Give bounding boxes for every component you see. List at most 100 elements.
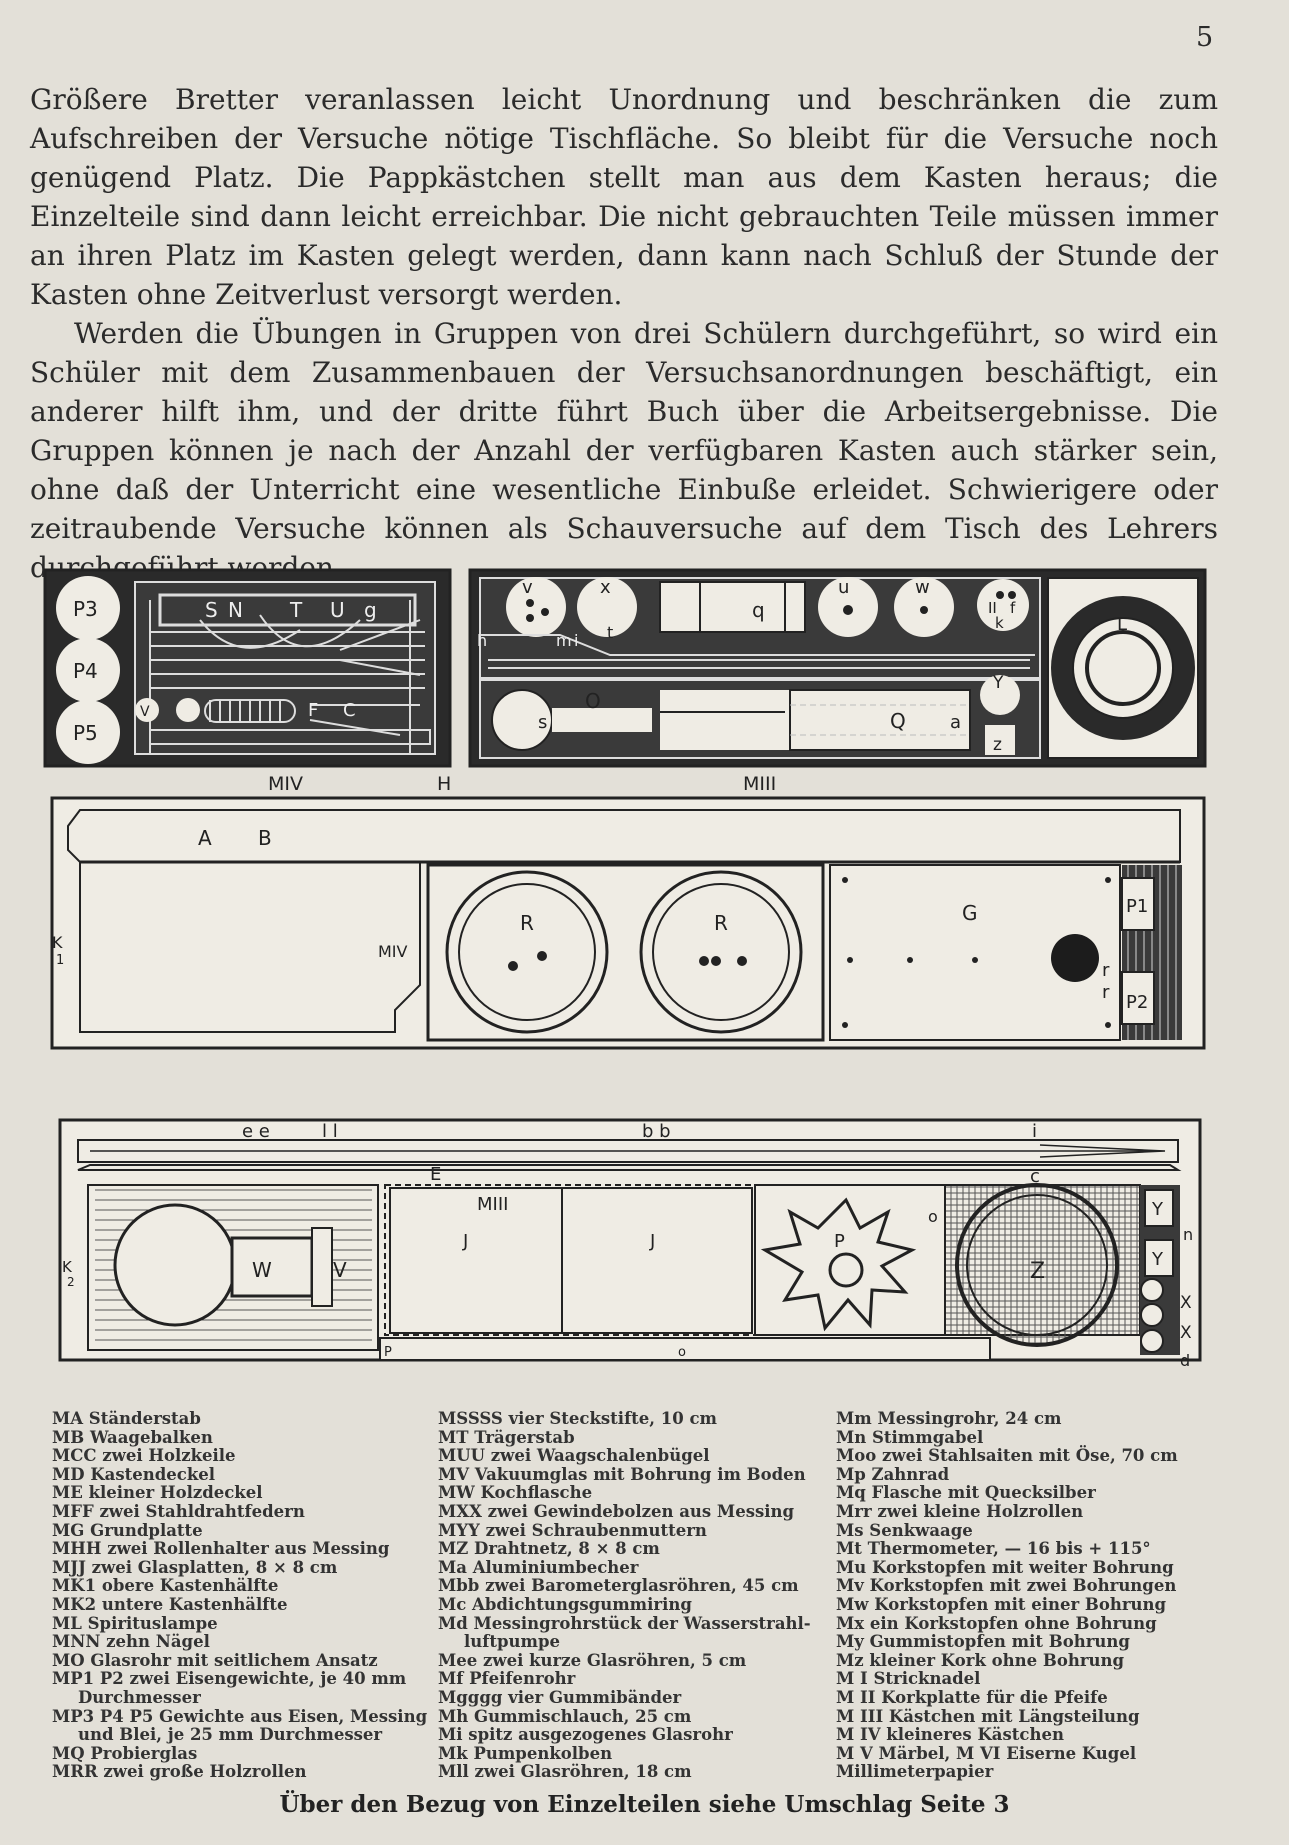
legend-item: M IV kleineres Kästchen bbox=[836, 1725, 1064, 1745]
paragraph-2: Werden die Übungen in Gruppen von drei S… bbox=[30, 317, 1218, 584]
paragraph-1: Größere Bretter veranlassen leicht Unord… bbox=[30, 83, 1218, 311]
label-t2: t bbox=[607, 623, 613, 642]
label-g2: G bbox=[962, 901, 978, 925]
label-miv2: MIV bbox=[378, 942, 408, 961]
label-bb: b b bbox=[642, 1121, 671, 1142]
legend-item: MUU zwei Waagschalenbügel bbox=[438, 1446, 710, 1466]
label-t: T bbox=[289, 598, 303, 622]
equipment-figure: P3 P4 P5 S N T U g V F C MIV H bbox=[0, 560, 1289, 1400]
legend-item: Mx ein Korkstopfen ohne Bohrung bbox=[836, 1613, 1157, 1633]
label-ll2: l l bbox=[322, 1121, 338, 1142]
legend-item: Mt Thermometer, — 16 bis + 115° bbox=[836, 1539, 1151, 1559]
label-ee: e e bbox=[242, 1121, 270, 1142]
label-p3: P3 bbox=[73, 597, 98, 621]
label-v-small: V bbox=[140, 704, 150, 720]
legend-item: MSSSS vier Steckstifte, 10 cm bbox=[438, 1409, 717, 1428]
label-o: O bbox=[585, 689, 601, 713]
legend-item: MZ Drahtnetz, 8 × 8 cm bbox=[438, 1539, 660, 1559]
label-u2: u bbox=[838, 577, 849, 598]
label-k2-sub: 2 bbox=[67, 1275, 75, 1289]
label-miii2: MIII bbox=[477, 1194, 508, 1215]
equipment-diagram: P3 P4 P5 S N T U g V F C MIV H bbox=[43, 568, 1207, 1370]
legend-item: Mgggg vier Gummibänder bbox=[438, 1687, 682, 1707]
label-w2: W bbox=[252, 1258, 272, 1282]
label-i: i bbox=[574, 631, 578, 650]
label-h2: h bbox=[477, 631, 487, 650]
legend-item: Ms Senkwaage bbox=[836, 1520, 973, 1540]
label-c: C bbox=[343, 700, 356, 721]
label-x: x bbox=[600, 577, 611, 598]
label-k1-sub: 1 bbox=[56, 953, 64, 968]
legend-item: MNN zehn Nägel bbox=[52, 1632, 210, 1652]
legend-item-continuation: luftpumpe bbox=[464, 1632, 561, 1652]
box-middle: A B K 1 MIV R R G P1 P2 r r bbox=[50, 796, 1206, 1050]
legend-item: ME kleiner Holzdeckel bbox=[52, 1483, 263, 1503]
legend-item: M V Märbel, M VI Eiserne Kugel bbox=[836, 1743, 1137, 1763]
legend-item: Millimeterpapier bbox=[836, 1762, 994, 1782]
legend-item-continuation: und Blei, je 25 mm Durchmesser bbox=[78, 1725, 383, 1745]
label-g: g bbox=[364, 598, 377, 622]
label-q: q bbox=[752, 598, 765, 622]
legend-item: MK1 obere Kastenhälfte bbox=[52, 1576, 279, 1596]
legend-item: MA Ständerstab bbox=[52, 1409, 201, 1428]
label-n: N bbox=[228, 598, 243, 622]
legend-item: Ma Aluminiumbecher bbox=[438, 1557, 639, 1577]
label-p5: P5 bbox=[73, 721, 98, 745]
legend-item: MG Grundplatte bbox=[52, 1520, 203, 1540]
label-i2: i bbox=[1032, 1121, 1037, 1142]
box-miii-top: v x q u w II f k h m i t s O Q a Y z L M… bbox=[468, 568, 1207, 795]
label-c2: c bbox=[1030, 1166, 1040, 1187]
label-r-small-1: r bbox=[1102, 960, 1110, 981]
label-z2: Z bbox=[1030, 1259, 1045, 1284]
legend-item: MHH zwei Rollenhalter aus Messing bbox=[52, 1539, 390, 1559]
legend-item: M II Korkplatte für die Pfeife bbox=[836, 1687, 1108, 1707]
legend-item: Mz kleiner Kork ohne Bohrung bbox=[836, 1650, 1125, 1670]
legend-item: Mf Pfeifenrohr bbox=[438, 1669, 576, 1689]
label-o2: o bbox=[928, 1207, 938, 1226]
footer-note: Über den Bezug von Einzelteilen siehe Um… bbox=[279, 1791, 1010, 1818]
label-p4: P4 bbox=[73, 659, 98, 683]
label-r-small-2: r bbox=[1102, 982, 1110, 1003]
label-f2: f bbox=[1010, 599, 1016, 617]
label-q2: Q bbox=[890, 709, 906, 733]
legend-item: Md Messingrohrstück der Wasserstrahl- bbox=[438, 1613, 811, 1633]
label-s2: s bbox=[538, 712, 547, 733]
legend-item: Mw Korkstopfen mit einer Bohrung bbox=[836, 1594, 1167, 1614]
label-y1: Y bbox=[1151, 1199, 1164, 1220]
label-s: S bbox=[205, 598, 218, 622]
legend-item: MRR zwei große Holzrollen bbox=[52, 1762, 307, 1782]
label-p2: P2 bbox=[1126, 992, 1148, 1013]
legend-item: Mq Flasche mit Quecksilber bbox=[836, 1483, 1096, 1503]
legend-item: MB Waagebalken bbox=[52, 1427, 213, 1447]
legend-item: MFF zwei Stahldrahtfedern bbox=[52, 1501, 305, 1521]
legend-item: Mee zwei kurze Glasröhren, 5 cm bbox=[438, 1650, 747, 1670]
label-p1: P1 bbox=[1126, 896, 1148, 917]
legend-item: M I Stricknadel bbox=[836, 1669, 981, 1689]
label-b-big: B bbox=[258, 826, 272, 850]
label-y2: Y bbox=[1151, 1249, 1164, 1270]
legend-item: MK2 untere Kastenhälfte bbox=[52, 1594, 288, 1614]
legend-item-continuation: Durchmesser bbox=[78, 1687, 201, 1707]
label-k1: K bbox=[52, 933, 63, 952]
label-w: w bbox=[915, 577, 930, 598]
label-n2: n bbox=[1183, 1225, 1193, 1244]
label-d: d bbox=[1180, 1351, 1190, 1370]
legend-item: Mk Pumpenkolben bbox=[438, 1743, 613, 1763]
legend-item: Mll zwei Glasröhren, 18 cm bbox=[438, 1762, 692, 1782]
label-z: z bbox=[993, 735, 1002, 755]
legend-item: Mc Abdichtungsgummiring bbox=[438, 1594, 692, 1614]
label-v: v bbox=[522, 577, 533, 598]
legend-item: Mm Messingrohr, 24 cm bbox=[836, 1409, 1062, 1428]
legend-item: My Gummistopfen mit Bohrung bbox=[836, 1632, 1130, 1652]
legend-item: Mp Zahnrad bbox=[836, 1464, 950, 1484]
box-bottom: e e l l b b i E c MIII J J P o Z K 2 W V… bbox=[58, 1118, 1202, 1370]
legend-item: ML Spirituslampe bbox=[52, 1613, 218, 1633]
legend-item: MD Kastendeckel bbox=[52, 1464, 216, 1484]
label-a-big: A bbox=[198, 826, 212, 850]
legend-item: MO Glasrohr mit seitlichem Ansatz bbox=[52, 1650, 378, 1670]
legend-item: MQ Probierglas bbox=[52, 1743, 198, 1763]
label-a: a bbox=[950, 712, 961, 733]
legend-column-2: MSSSS vier Steckstifte, 10 cm MT Trägers… bbox=[438, 1409, 811, 1782]
legend-item: Moo zwei Stahlsaiten mit Öse, 70 cm bbox=[836, 1446, 1178, 1466]
legend-item: MXX zwei Gewindebolzen aus Messing bbox=[438, 1501, 795, 1521]
